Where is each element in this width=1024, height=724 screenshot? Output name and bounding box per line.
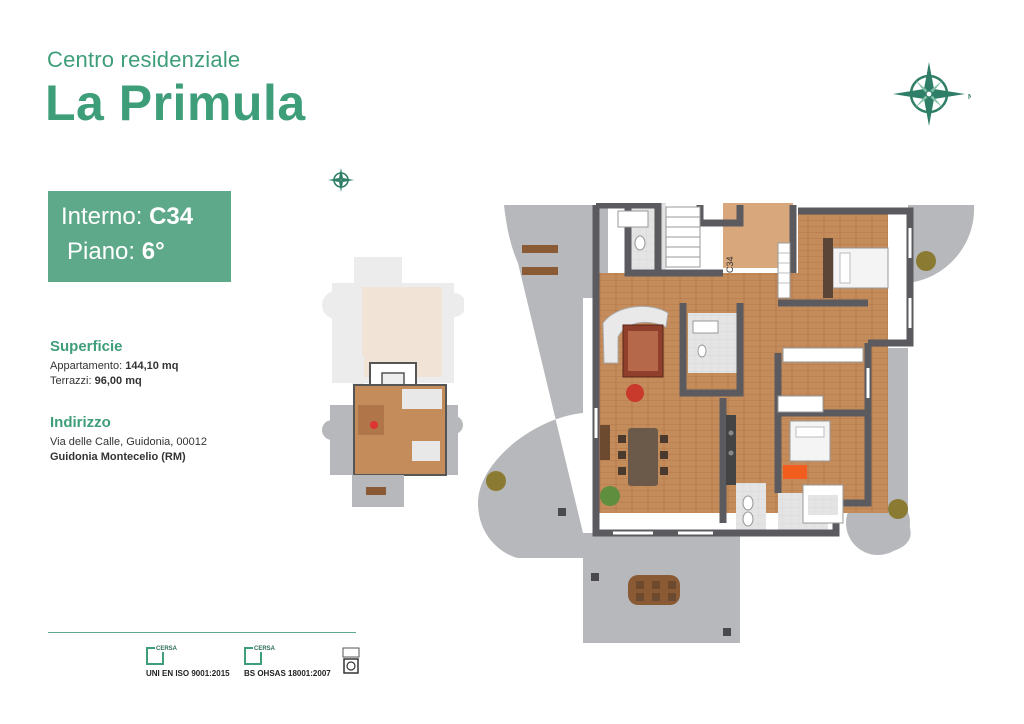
compass-rose-icon: N (893, 62, 971, 126)
terrazzi-line: Terrazzi: 96,00 mq (50, 375, 142, 387)
certification-seal-icon (342, 647, 360, 674)
appartamento-label: Appartamento: (50, 360, 123, 372)
apartment-floor-plan: C34 (478, 203, 975, 643)
terrazzi-value: 96,00 mq (94, 375, 142, 387)
address-city: Guidonia Montecelio (RM) (50, 451, 186, 463)
appartamento-line: Appartamento: 144,10 mq (50, 360, 178, 372)
appartamento-value: 144,10 mq (125, 360, 179, 372)
plan-unit-label: C34 (725, 256, 735, 273)
piano-label: Piano: (67, 238, 136, 265)
small-compass-icon (328, 168, 354, 192)
compass-north-label: N (968, 94, 971, 101)
development-title: La Primula (45, 75, 306, 131)
piano-value: 6° (141, 238, 165, 265)
unit-info-box: Interno: C34 Piano: 6° (48, 191, 231, 282)
certification-text: UNI EN ISO 9001:2015 (146, 669, 230, 678)
address-street: Via delle Calle, Guidonia, 00012 (50, 436, 207, 448)
terrazzi-label: Terrazzi: (50, 375, 92, 387)
building-key-plan (322, 257, 464, 507)
indirizzo-heading: Indirizzo (50, 414, 111, 431)
cersa-logo-icon: CERSA (244, 646, 277, 665)
interno-row: Interno: C34 (61, 203, 193, 231)
interno-label: Interno: (61, 203, 143, 230)
piano-row: Piano: 6° (67, 238, 165, 266)
certification-text: BS OHSAS 18001:2007 (244, 669, 331, 678)
superficie-heading: Superficie (50, 338, 123, 355)
development-subtitle: Centro residenziale (47, 47, 241, 72)
interno-value: C34 (149, 203, 194, 230)
cersa-logo-icon: CERSA (146, 646, 179, 665)
footer-divider (48, 632, 356, 633)
